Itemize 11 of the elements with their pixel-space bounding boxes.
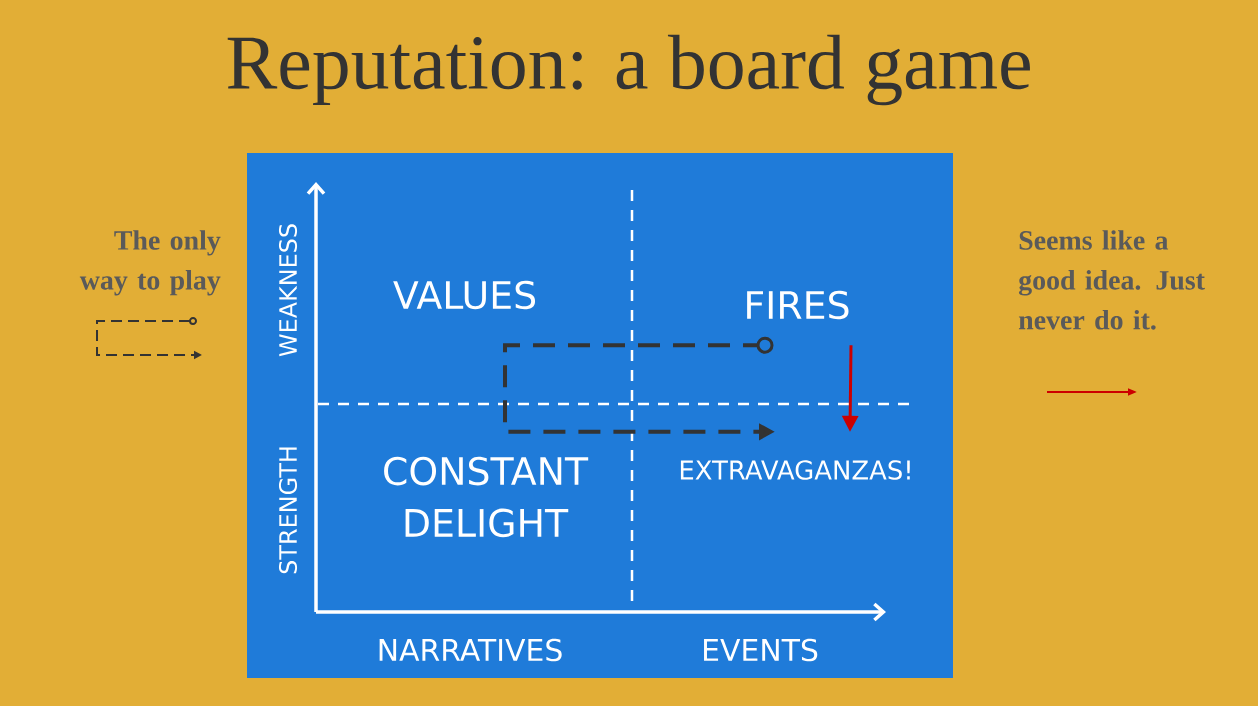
legend-text: Seems like a good idea. Just never do it. [1018,230,1205,330]
axis-label: EVENTS [704,638,818,662]
quadrant-label: VALUES [393,280,536,310]
title: Reputation: a board game [227,34,1030,106]
quadrant-label: FIRES [747,290,849,320]
axis-label: WEAKNESS [278,224,298,357]
quadrant-label: EXTRAVAGANZAS! [680,460,910,480]
quadrant-label: CONSTANT DELIGHT [384,456,589,538]
legend-text: The only way to play [79,230,221,296]
axis-label: STRENGTH [278,447,298,574]
axis-label: NARRATIVES [379,638,562,662]
